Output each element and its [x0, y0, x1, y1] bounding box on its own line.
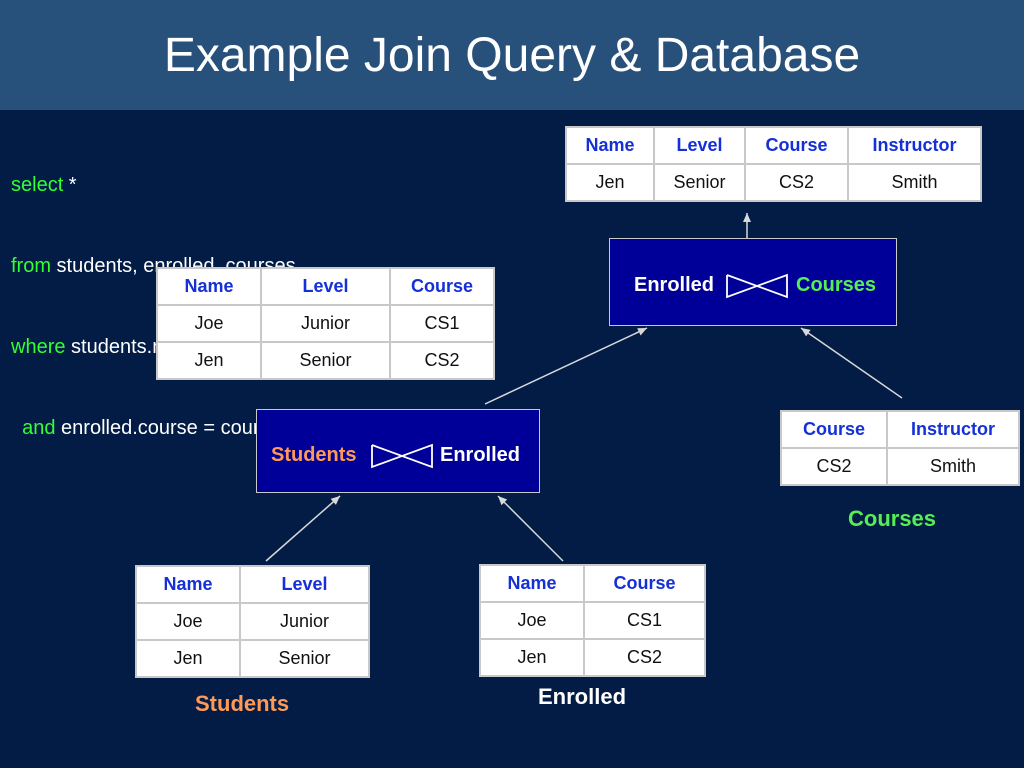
table-cell: Senior	[239, 639, 370, 678]
table-row: Joe Junior	[135, 602, 370, 641]
join-left-label: Enrolled	[634, 274, 715, 296]
table-header-cell: Course	[744, 126, 849, 165]
table-row: Jen Senior CS2	[156, 341, 495, 380]
table-row: Jen Senior	[135, 639, 370, 678]
bowtie-join-icon	[371, 443, 433, 469]
table-cell: Joe	[479, 601, 585, 640]
table-header-cell: Level	[653, 126, 746, 165]
table-header-row: Name Course	[479, 564, 706, 603]
courses-table: Course Instructor CS2 Smith	[780, 410, 1020, 486]
join-box-enrolled-courses: Enrolled Courses	[609, 238, 897, 326]
join-right-label: Courses	[796, 274, 877, 296]
title-bar: Example Join Query & Database	[0, 0, 1024, 110]
table-row: Jen CS2	[479, 638, 706, 677]
slide-title: Example Join Query & Database	[163, 28, 861, 82]
table-header-cell: Level	[239, 565, 370, 604]
bowtie-join-icon	[726, 273, 788, 299]
keyword-and: and	[22, 417, 56, 439]
table-header-cell: Instructor	[847, 126, 982, 165]
query-line-select: select *	[11, 172, 356, 199]
table-header-cell: Course	[389, 267, 495, 306]
table-header-row: Course Instructor	[780, 410, 1020, 449]
join-box-students-enrolled: Students Enrolled	[256, 409, 540, 493]
keyword-where: where	[11, 336, 66, 358]
table-cell: CS2	[780, 447, 888, 486]
table-cell: CS2	[583, 638, 706, 677]
join-right-label: Enrolled	[440, 444, 521, 466]
table-cell: Senior	[260, 341, 391, 380]
enrolled-caption: Enrolled	[538, 684, 627, 709]
arrow-courses-to-top-join	[800, 327, 903, 399]
table-cell: Joe	[135, 602, 241, 641]
table-cell: CS1	[389, 304, 495, 343]
courses-caption: Courses	[848, 506, 937, 531]
table-cell: CS1	[583, 601, 706, 640]
table-cell: Smith	[847, 163, 982, 202]
table-row: Joe CS1	[479, 601, 706, 640]
query-select-rest: *	[63, 174, 77, 196]
table-cell: CS2	[389, 341, 495, 380]
table-cell: Jen	[135, 639, 241, 678]
table-cell: Junior	[239, 602, 370, 641]
table-header-cell: Course	[583, 564, 706, 603]
table-cell: Jen	[565, 163, 655, 202]
table-header-cell: Name	[479, 564, 585, 603]
table-cell: Senior	[653, 163, 746, 202]
table-cell: Jen	[156, 341, 262, 380]
join-left-label: Students	[271, 444, 357, 466]
final-result-table: Name Level Course Instructor Jen Senior …	[565, 126, 982, 202]
table-header-cell: Name	[156, 267, 262, 306]
table-row: Joe Junior CS1	[156, 304, 495, 343]
table-row: CS2 Smith	[780, 447, 1020, 486]
table-header-row: Name Level Course Instructor	[565, 126, 982, 165]
table-cell: Jen	[479, 638, 585, 677]
table-header-row: Name Level	[135, 565, 370, 604]
keyword-from: from	[11, 255, 51, 277]
table-row: Jen Senior CS2 Smith	[565, 163, 982, 202]
arrow-students-to-bottom-join	[265, 495, 341, 562]
table-header-cell: Instructor	[886, 410, 1020, 449]
table-cell: Joe	[156, 304, 262, 343]
enrolled-table: Name Course Joe CS1 Jen CS2	[479, 564, 706, 677]
table-header-row: Name Level Course	[156, 267, 495, 306]
table-header-cell: Course	[780, 410, 888, 449]
table-cell: CS2	[744, 163, 849, 202]
students-caption: Students	[195, 691, 290, 716]
arrow-enrolled-to-bottom-join	[497, 495, 564, 562]
keyword-select: select	[11, 174, 64, 196]
table-header-cell: Name	[565, 126, 655, 165]
table-header-cell: Level	[260, 267, 391, 306]
table-header-cell: Name	[135, 565, 241, 604]
arrow-bottom-join-to-top-join	[484, 327, 648, 405]
students-table: Name Level Joe Junior Jen Senior	[135, 565, 370, 678]
table-cell: Smith	[886, 447, 1020, 486]
table-cell: Junior	[260, 304, 391, 343]
intermediate-result-table: Name Level Course Joe Junior CS1 Jen Sen…	[156, 267, 495, 380]
